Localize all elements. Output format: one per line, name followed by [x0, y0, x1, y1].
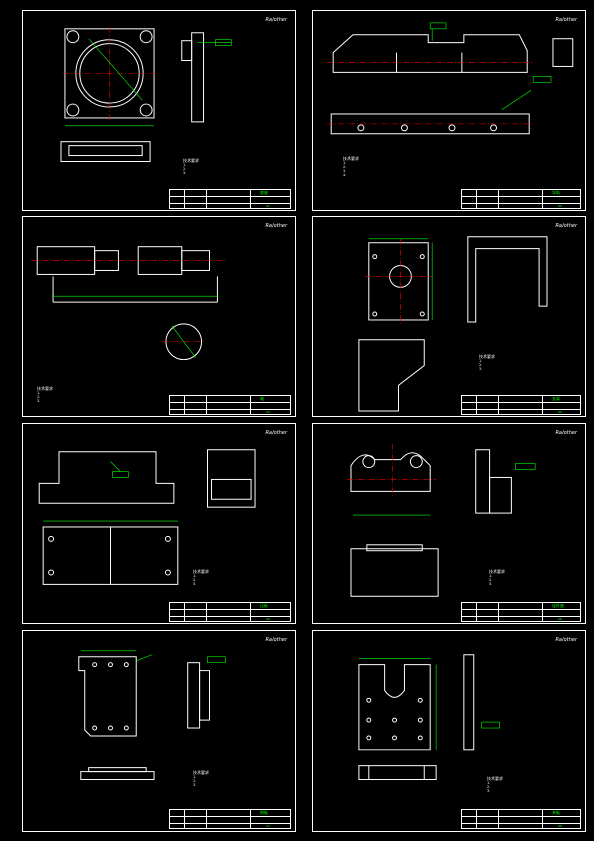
roughness-symbol: Ra/other [555, 17, 577, 23]
notes-title: 技术要求 [183, 158, 199, 163]
roughness-symbol: Ra/other [265, 17, 287, 23]
note-line: 1. [37, 391, 41, 395]
technical-notes: 技术要求 1. 2. 3. [183, 158, 199, 176]
notes-title: 技术要求 [193, 569, 209, 574]
drawing-sheet-8[interactable]: Ra/other 技术要求 1. 2. 3. 夹板 08 [312, 630, 586, 832]
note-line: 3. [193, 783, 197, 787]
note-line: 2. [489, 578, 493, 582]
drawing-number: 04 [558, 410, 562, 414]
note-line: 2. [193, 578, 197, 582]
technical-notes: 技术要求 1. 2. 3. [489, 569, 505, 587]
roughness-symbol: Ra/other [265, 223, 287, 229]
roughness-symbol: Ra/other [265, 637, 287, 643]
part-drawing-6 [347, 443, 536, 597]
title-block: 导轨 02 [461, 189, 581, 209]
drawing-sheet-6[interactable]: Ra/other 技术要求 1. 2. 3. 连杆座 06 [312, 423, 586, 624]
technical-notes: 技术要求 1. 2. 3. 4. [343, 156, 359, 178]
technical-notes: 技术要求 1. 2. 3. [487, 776, 503, 794]
drawing-sheet-1[interactable]: Ra/other 技术要求 1. 2. 3. 底座 01 [22, 10, 296, 211]
notes-title: 技术要求 [489, 569, 505, 574]
note-line: 4. [343, 173, 347, 177]
drawing-number: 07 [266, 824, 270, 828]
drawing-number: 03 [266, 410, 270, 414]
technical-notes: 技术要求 1. 2. 3. [479, 354, 495, 372]
part-drawing-4 [358, 236, 548, 412]
technical-notes: 技术要求 1. 2. 3. [193, 569, 209, 587]
drawing-sheet-2[interactable]: Ra/other 技术要求 1. 2. 3. 4. 导轨 02 [312, 10, 586, 211]
part-name: 导轨 [552, 190, 560, 195]
note-line: 3. [489, 582, 493, 586]
note-line: 3. [479, 367, 483, 371]
note-line: 3. [487, 789, 491, 793]
drawing-sheet-4[interactable]: Ra/other 技术要求 1. 2. 3. 支架 04 [312, 216, 586, 417]
note-line: 1. [479, 359, 483, 363]
part-name: 侧板 [260, 810, 268, 815]
notes-title: 技术要求 [479, 354, 495, 359]
drawing-number: 02 [558, 204, 562, 208]
note-line: 3. [183, 171, 187, 175]
part-drawing-2 [327, 22, 574, 135]
title-block: 压板 05 [169, 602, 291, 622]
note-line: 3. [37, 399, 41, 403]
part-drawing-3 [31, 246, 226, 361]
title-block: 支架 04 [461, 395, 581, 415]
title-block: 轴 03 [169, 395, 291, 415]
title-block: 连杆座 06 [461, 602, 581, 622]
roughness-symbol: Ra/other [555, 223, 577, 229]
drawing-sheet-7[interactable]: Ra/other 技术要求 1. 2. 3. 侧板 07 [22, 630, 296, 832]
notes-title: 技术要求 [343, 156, 359, 161]
technical-notes: 技术要求 1. 2. 3. [193, 770, 209, 788]
title-block: 底座 01 [169, 189, 291, 209]
note-line: 1. [487, 781, 491, 785]
drawing-sheet-5[interactable]: Ra/other 技术要求 1. 2. 3. 压板 05 [22, 423, 296, 624]
notes-title: 技术要求 [193, 770, 209, 775]
part-name: 轴 [260, 396, 264, 401]
note-line: 2. [37, 395, 41, 399]
drawing-number: 05 [266, 617, 270, 621]
note-line: 2. [183, 167, 187, 171]
note-line: 3. [193, 582, 197, 586]
technical-notes: 技术要求 1. 2. 3. [37, 386, 53, 404]
roughness-symbol: Ra/other [555, 430, 577, 436]
note-line: 1. [489, 574, 493, 578]
note-line: 1. [183, 163, 187, 167]
part-drawing-1 [60, 26, 232, 162]
drawing-number: 08 [558, 824, 562, 828]
note-line: 1. [193, 775, 197, 779]
part-name: 支架 [552, 396, 560, 401]
title-block: 夹板 08 [461, 809, 581, 829]
part-name: 底座 [260, 190, 268, 195]
note-line: 1. [193, 574, 197, 578]
drawing-number: 01 [266, 204, 270, 208]
part-name: 压板 [260, 603, 268, 608]
note-line: 2. [487, 785, 491, 789]
notes-title: 技术要求 [487, 776, 503, 781]
roughness-symbol: Ra/other [555, 637, 577, 643]
note-line: 2. [479, 363, 483, 367]
note-line: 3. [343, 169, 347, 173]
drawing-number: 06 [558, 617, 562, 621]
note-line: 2. [343, 165, 347, 169]
drawing-sheet-3[interactable]: Ra/other 技术要求 1. 2. 3. 轴 03 [22, 216, 296, 417]
part-name: 连杆座 [552, 603, 564, 608]
notes-title: 技术要求 [37, 386, 53, 391]
part-name: 夹板 [552, 810, 560, 815]
part-drawing-8 [358, 654, 500, 781]
roughness-symbol: Ra/other [265, 430, 287, 436]
part-drawing-7 [78, 650, 226, 781]
part-drawing-5 [38, 449, 256, 585]
note-line: 2. [193, 779, 197, 783]
title-block: 侧板 07 [169, 809, 291, 829]
note-line: 1. [343, 161, 347, 165]
